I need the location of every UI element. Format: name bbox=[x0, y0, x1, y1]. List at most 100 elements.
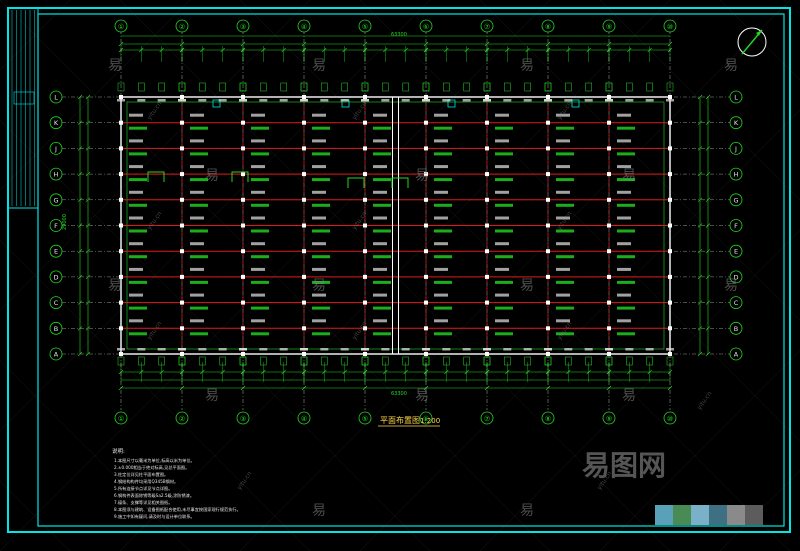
top-label bbox=[666, 99, 674, 102]
watermark-url: yitu.cn bbox=[146, 320, 164, 341]
member-label bbox=[556, 229, 574, 233]
axis-bubble-col bbox=[236, 19, 250, 33]
axis-bubble-row bbox=[49, 193, 63, 207]
bottom-mark bbox=[524, 356, 531, 366]
bottom-label bbox=[137, 348, 146, 351]
member-label bbox=[190, 280, 208, 284]
axis-bubble-col bbox=[114, 19, 128, 33]
bottom-mark bbox=[178, 356, 186, 366]
member-label bbox=[251, 306, 269, 310]
axis-bubble-col bbox=[358, 411, 372, 425]
axis-bubble-row bbox=[729, 193, 743, 207]
axis-label-row: F bbox=[54, 222, 58, 230]
member-label bbox=[129, 319, 143, 323]
column-mark bbox=[485, 197, 489, 202]
bottom-label bbox=[422, 348, 430, 351]
member-label bbox=[190, 255, 208, 259]
top-label bbox=[300, 99, 308, 102]
dim-tick bbox=[179, 41, 185, 47]
bottom-mark bbox=[361, 356, 369, 366]
inner-frame bbox=[37, 13, 785, 527]
member-label bbox=[129, 203, 147, 207]
column-mark bbox=[241, 172, 245, 177]
member-label bbox=[495, 152, 513, 156]
member-label bbox=[190, 242, 204, 246]
dim-tick bbox=[85, 120, 91, 125]
member-label bbox=[617, 165, 631, 169]
column-mark bbox=[302, 352, 306, 356]
column-mark bbox=[119, 146, 123, 151]
dim-tick bbox=[85, 274, 91, 280]
column-mark bbox=[668, 300, 672, 305]
member-label bbox=[556, 178, 574, 182]
member-label bbox=[129, 139, 143, 143]
member-label bbox=[556, 332, 574, 336]
outer-frame bbox=[7, 7, 791, 533]
top-mark bbox=[605, 82, 613, 92]
top-label bbox=[340, 99, 349, 102]
column-mark bbox=[180, 352, 184, 356]
dim-tick bbox=[85, 223, 91, 228]
axis-label-col: ⑨ bbox=[606, 23, 612, 31]
axis-label-col: ⑧ bbox=[545, 23, 551, 31]
member-label bbox=[312, 165, 326, 169]
skylight-mark bbox=[447, 99, 456, 108]
dim-tick bbox=[697, 274, 703, 280]
axis-bubble-row bbox=[49, 321, 63, 335]
member-label bbox=[251, 255, 269, 259]
column-mark bbox=[302, 326, 306, 331]
axis-bubble-row bbox=[729, 244, 743, 258]
member-label bbox=[617, 152, 635, 156]
column-mark bbox=[241, 120, 245, 125]
bottom-label bbox=[666, 348, 674, 351]
top-label bbox=[645, 99, 654, 102]
watermark-char: 易 bbox=[520, 58, 534, 74]
column-mark bbox=[363, 223, 367, 228]
bottom-mark bbox=[544, 356, 552, 366]
member-label bbox=[495, 319, 509, 323]
column-mark bbox=[546, 249, 550, 254]
top-label bbox=[361, 99, 369, 102]
column-mark bbox=[363, 146, 367, 151]
watermark-stroke bbox=[0, 240, 311, 551]
dim-tick bbox=[85, 197, 91, 203]
member-label bbox=[434, 280, 452, 284]
top-mark bbox=[666, 82, 674, 92]
watermark-stroke bbox=[239, 0, 791, 551]
column-mark bbox=[241, 223, 245, 228]
column-mark bbox=[363, 172, 367, 177]
column-mark bbox=[363, 197, 367, 202]
column-mark bbox=[546, 146, 550, 151]
side-dimension-left: 29000 bbox=[62, 214, 68, 230]
notes-lines: 1.本图尺寸以毫米为单位,标高以米为单位。2.±0.000相当于绝对标高,见总平… bbox=[114, 457, 241, 520]
member-label bbox=[373, 178, 391, 182]
watermark-stroke bbox=[479, 230, 800, 551]
column-mark bbox=[485, 95, 489, 99]
axis-label-row: K bbox=[54, 119, 59, 127]
strip-box bbox=[13, 91, 35, 105]
member-label bbox=[434, 229, 452, 233]
top-mark bbox=[280, 82, 287, 92]
watermark-char: 易 bbox=[622, 388, 636, 404]
watermark-char: 易 bbox=[108, 278, 122, 294]
watermark-char: 易 bbox=[205, 388, 219, 404]
top-mark bbox=[260, 82, 267, 92]
bottom-mark bbox=[646, 356, 653, 366]
member-label bbox=[129, 178, 147, 182]
member-label bbox=[312, 267, 326, 271]
axis-label-col: ⑨ bbox=[606, 415, 612, 423]
member-label bbox=[312, 255, 330, 259]
watermark-stroke bbox=[0, 0, 311, 311]
column-mark bbox=[302, 249, 306, 254]
axis-label-col: ⑧ bbox=[545, 415, 551, 423]
member-label bbox=[556, 113, 570, 117]
bottom-label bbox=[279, 348, 288, 351]
member-label bbox=[495, 126, 513, 130]
member-label bbox=[190, 203, 208, 207]
dim-tick bbox=[697, 248, 703, 254]
member-label bbox=[373, 113, 387, 117]
watermark-char: 易 bbox=[724, 58, 738, 74]
column-mark bbox=[546, 223, 550, 228]
member-label bbox=[312, 190, 326, 194]
column-mark bbox=[119, 300, 123, 305]
